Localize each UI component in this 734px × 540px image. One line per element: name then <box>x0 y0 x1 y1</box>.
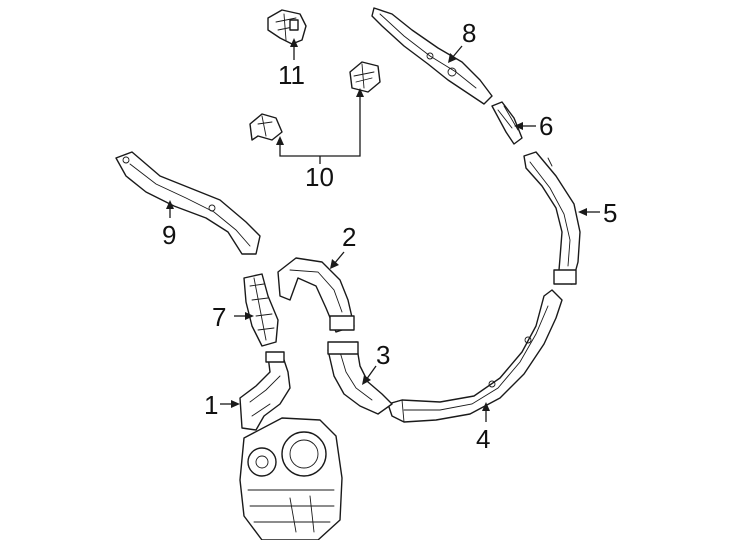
part-2-duct-center <box>277 257 355 333</box>
callout-8: 8 <box>462 18 476 48</box>
callout-2: 2 <box>342 222 356 252</box>
callout-9: 9 <box>162 220 176 250</box>
callout-5: 5 <box>603 198 617 228</box>
part-9-duct-left <box>115 151 261 255</box>
hvac-case <box>239 417 343 540</box>
callout-7: 7 <box>212 302 226 332</box>
callout-3: 3 <box>376 340 390 370</box>
part-10-connector-right <box>349 61 381 93</box>
part-5-duct-right <box>523 151 581 285</box>
part-7-connector-duct <box>243 273 279 347</box>
callout-1: 1 <box>204 390 218 420</box>
part-3-duct-lower-center <box>327 341 393 415</box>
part-10-connector-left <box>249 113 283 141</box>
callout-11: 11 <box>278 60 305 90</box>
part-8-duct-upper <box>371 7 493 105</box>
part-6-clip <box>491 101 523 145</box>
callout-10: 10 <box>305 162 334 192</box>
callout-4: 4 <box>476 424 490 454</box>
part-4-duct-lower <box>387 289 563 423</box>
callout-6: 6 <box>539 111 553 141</box>
callout-leaders <box>166 38 600 422</box>
part-1-duct-elbow <box>239 351 291 431</box>
part-11-bracket <box>267 9 307 45</box>
